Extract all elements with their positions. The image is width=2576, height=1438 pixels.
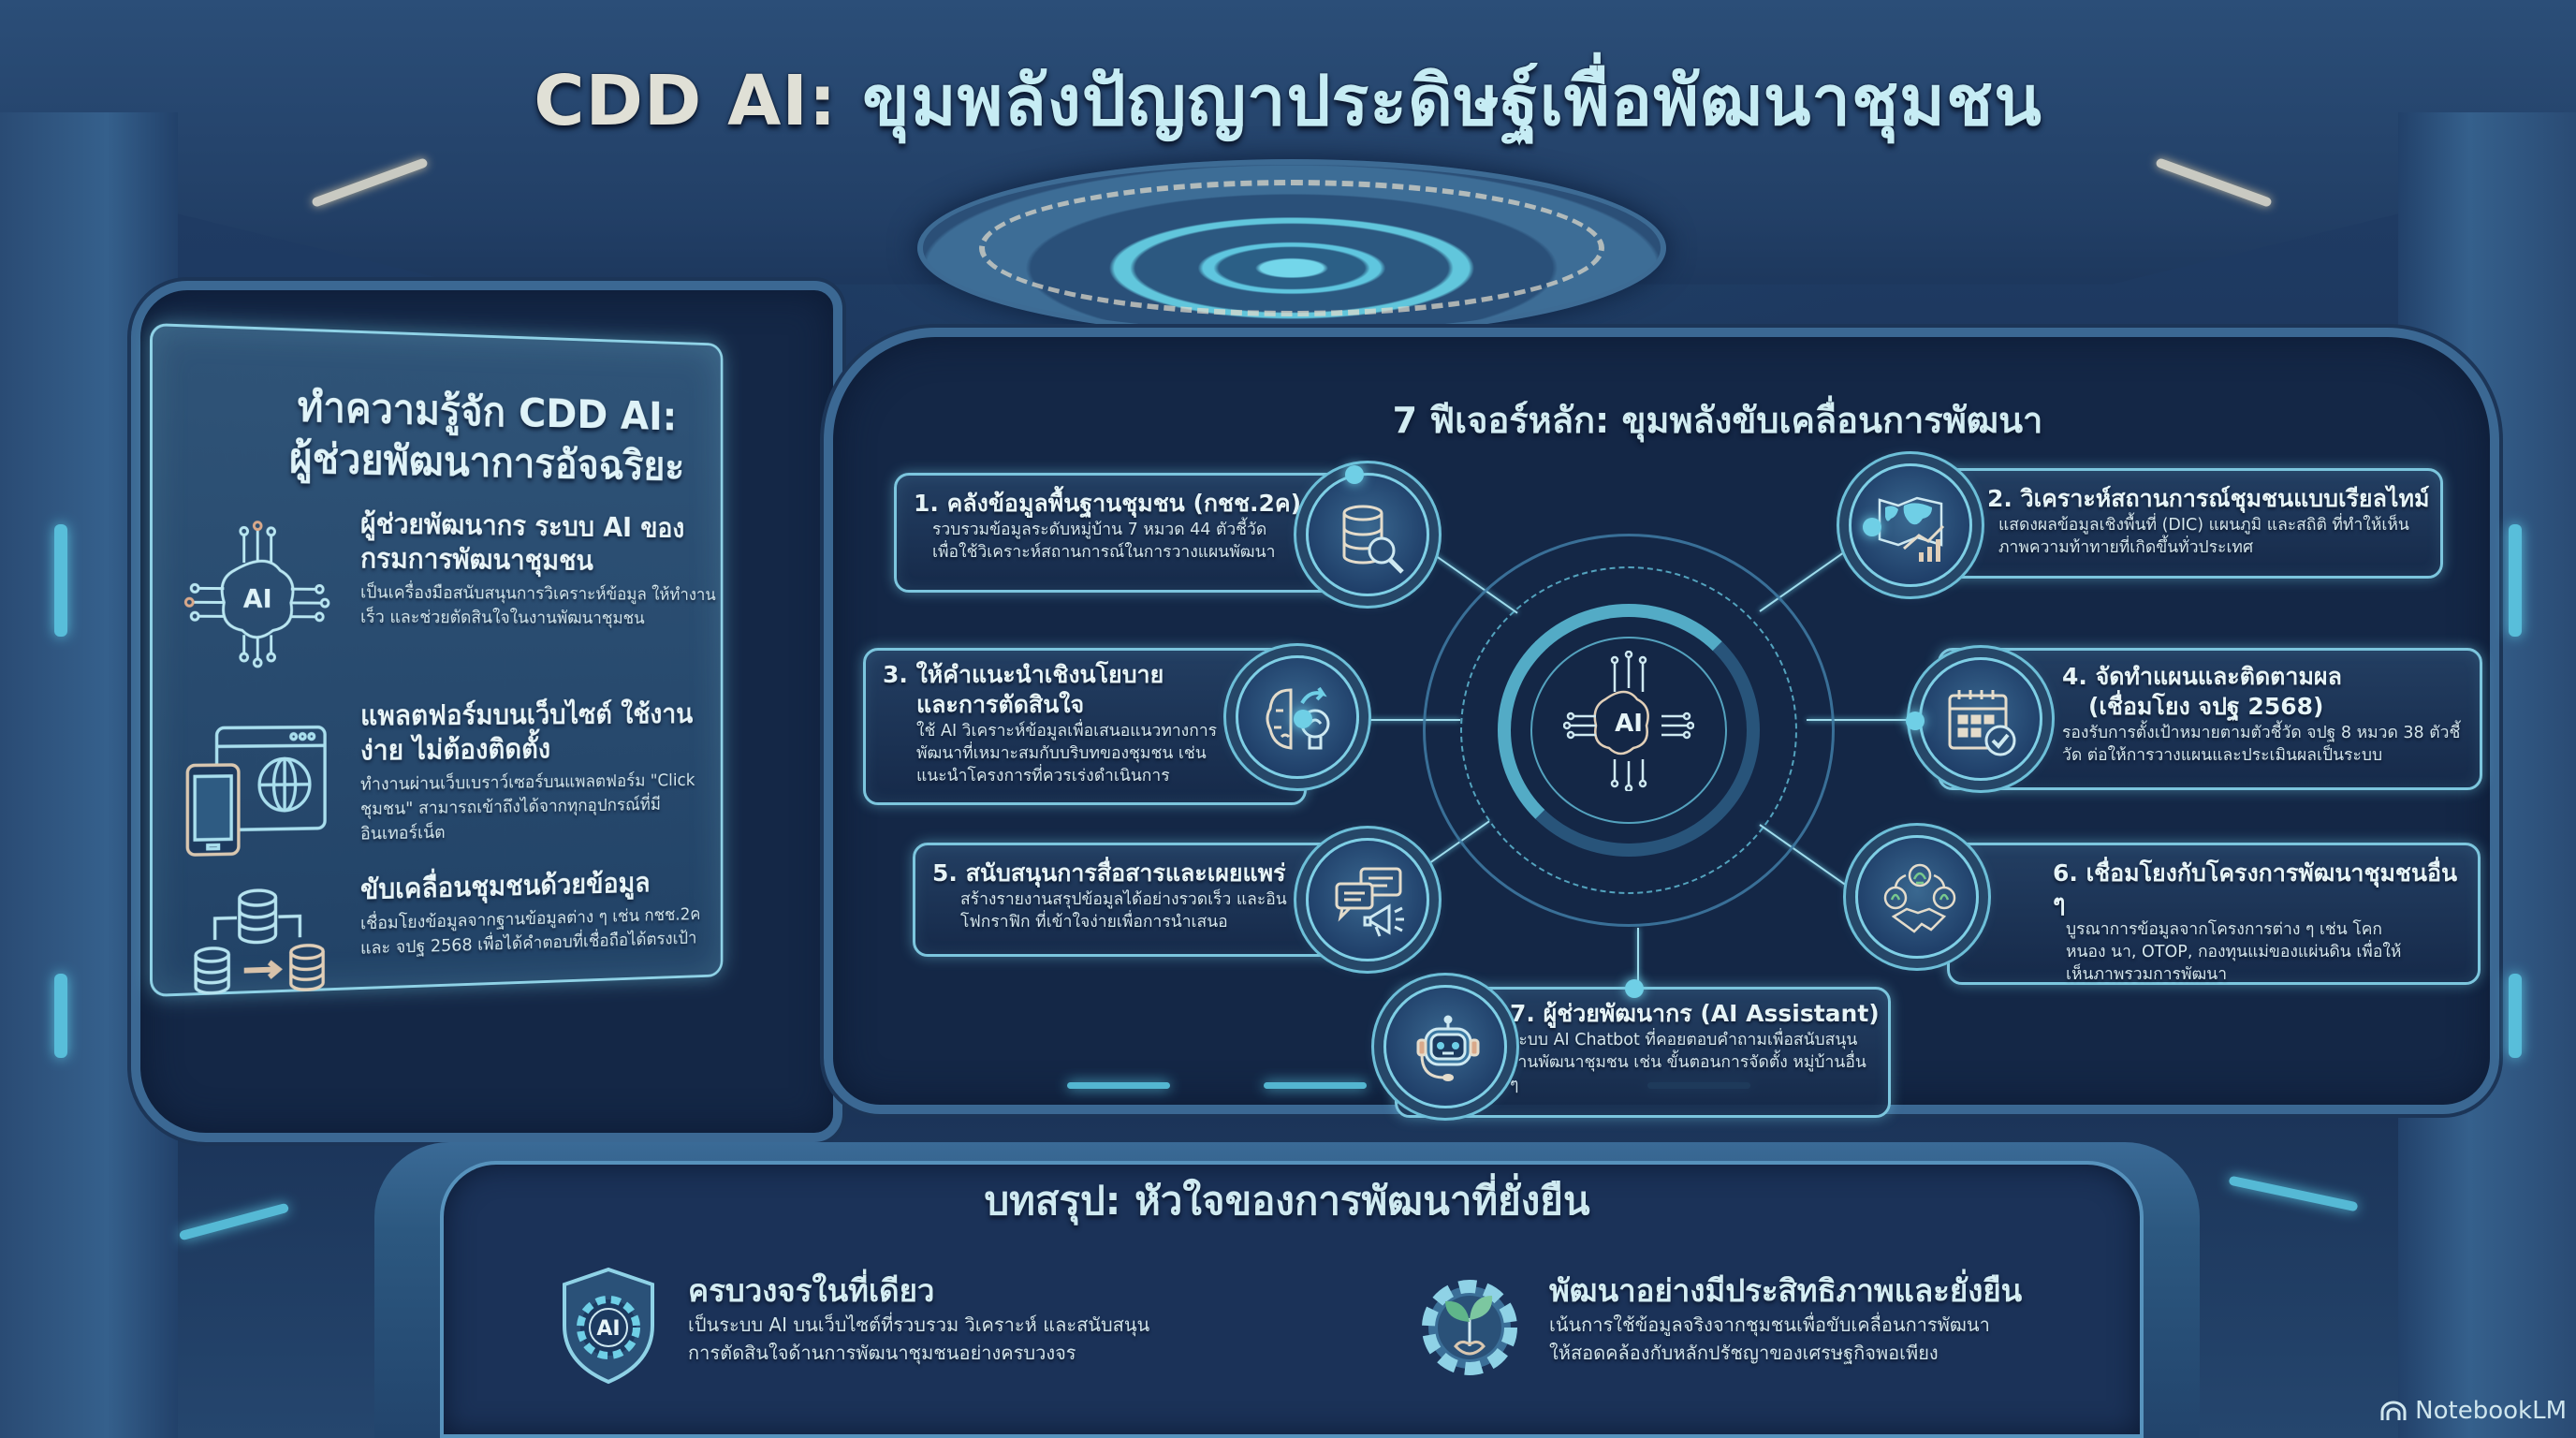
- hub-ring-dashed: [1460, 566, 1797, 894]
- feature-title-cont: และการตัดสินใจ: [916, 691, 1085, 718]
- wall-light-strip: [2509, 524, 2522, 637]
- connector-node: [1294, 710, 1312, 728]
- feature-1-badge: [1306, 473, 1429, 596]
- feature-title: 3. ให้คำแนะนำเชิงนโยบาย: [883, 661, 1164, 688]
- summary-item-body-line1: เน้นการใช้ข้อมูลจริงจากชุมชนเพื่อขับเคลื…: [1549, 1313, 1990, 1336]
- intro-panel: ทำความรู้จัก CDD AI: ผู้ช่วยพัฒนาการอัจฉ…: [150, 323, 724, 997]
- gear-sprout-icon: [1418, 1264, 1521, 1386]
- feature-title: 1. คลังข้อมูลพื้นฐานชุมชน (กชช.2ค): [914, 490, 1301, 517]
- feature-body: ระบบ AI Chatbot ที่คอยตอบคำถามเพื่อสนับส…: [1510, 1031, 1866, 1094]
- feature-card-5: 5. สนับสนุนการสื่อสารและเผยแพร่ สร้างราย…: [913, 843, 1353, 957]
- web-device-icon: [180, 709, 333, 868]
- intro-item-web-platform: แพลตฟอร์มบนเว็บไซต์ ใช้งานง่าย ไม่ต้องติ…: [180, 697, 717, 887]
- feature-title: 5. สนับสนุนการสื่อสารและเผยแพร่: [932, 859, 1286, 887]
- floor-light-strip: [1264, 1082, 1367, 1089]
- wall-light-strip: [54, 974, 67, 1058]
- summary-item-heading: ครบวงจรในที่เดียว: [688, 1272, 935, 1309]
- hub-ring-inner: [1530, 637, 1727, 824]
- page-title: CDD AI: ขุมพลังปัญญาประดิษฐ์เพื่อพัฒนาชุ…: [0, 45, 2576, 155]
- wall-light-strip: [54, 524, 67, 637]
- feature-card-6: 6. เชื่อมโยงกับโครงการพัฒนาชุมชนอื่น ๆ บ…: [1947, 843, 2481, 985]
- feature-7-badge: [1383, 985, 1507, 1108]
- summary-item-heading: พัฒนาอย่างมีประสิทธิภาพและยั่งยืน: [1549, 1272, 2023, 1309]
- feature-6-badge: [1855, 835, 1979, 959]
- feature-title: 2. วิเคราะห์สถานการณ์ชุมชนแบบเรียลไทม์: [1987, 485, 2430, 512]
- intro-item-body: ทำงานผ่านเว็บเบราว์เซอร์บนแพลตฟอร์ม "Cli…: [360, 770, 695, 844]
- intro-item-ai-assistant: AI ผู้ช่วยพัฒนากร ระบบ AI ของกรมการพัฒนา…: [180, 505, 717, 691]
- intro-item-data-driven: ขับเคลื่อนชุมชนด้วยข้อมูล เชื่อมโยงข้อมู…: [180, 865, 717, 1064]
- intro-item-heading: ขับเคลื่อนชุมชนด้วยข้อมูล: [360, 867, 651, 907]
- connector-line: [1637, 928, 1639, 984]
- connector-line: [1357, 719, 1460, 721]
- title-brand: CDD AI:: [534, 61, 838, 141]
- feature-body: แสดงผลข้อมูลเชิงพื้นที่ (DIC) แผนภูมิ แล…: [1998, 516, 2409, 557]
- summary-item-body-line2: ให้สอดคล้องกับหลักปรัชญาของเศรษฐกิจพอเพี…: [1549, 1342, 1939, 1364]
- connector-node: [1625, 979, 1644, 998]
- ai-brain-icon: AI: [180, 514, 333, 672]
- feature-body: บูรณาการข้อมูลจากโครงการต่าง ๆ เช่น โคก …: [2066, 920, 2402, 984]
- feature-title-cont: (เชื่อมโยง จปฐ 2568): [2088, 693, 2324, 720]
- feature-title: 7. ผู้ช่วยพัฒนากร (AI Assistant): [1510, 1000, 1880, 1027]
- floor-light-strip: [1067, 1082, 1170, 1089]
- summary-item-all-in-one: AI ครบวงจรในที่เดียว เป็นระบบ AI บนเว็บไ…: [557, 1264, 1306, 1386]
- hub-ring-outer: [1423, 534, 1835, 927]
- calendar-check-icon: [1948, 690, 2016, 756]
- feature-card-1: 1. คลังข้อมูลพื้นฐานชุมชน (กชช.2ค) รวบรว…: [894, 473, 1343, 593]
- intro-item-heading: แพลตฟอร์มบนเว็บไซต์ ใช้งานง่าย ไม่ต้องติ…: [360, 698, 694, 768]
- intro-title-line2: ผู้ช่วยพัฒนาการอัจฉริยะ: [288, 434, 685, 490]
- handshake-network-icon: [1883, 863, 1956, 933]
- summary-title: บทสรุป: หัวใจของการพัฒนาที่ยั่งยืน: [984, 1178, 1590, 1224]
- central-ai-hub: AI: [1404, 534, 1853, 927]
- features-title: 7 ฟีเจอร์หลัก: ขุมพลังขับเคลื่อนการพัฒนา: [1392, 400, 2043, 441]
- ai-shield-gear-icon: AI: [557, 1264, 660, 1386]
- chat-megaphone-icon: [1335, 867, 1404, 937]
- connector-line: [1807, 719, 1919, 721]
- connector-node: [1863, 518, 1881, 536]
- svg-text:AI: AI: [1615, 710, 1643, 738]
- feature-card-3: 3. ให้คำแนะนำเชิงนโยบาย และการตัดสินใจ ใ…: [863, 648, 1307, 805]
- summary-panel: [440, 1161, 2144, 1438]
- feature-body: สร้างรายงานสรุปข้อมูลได้อย่างรวดเร็ว และ…: [960, 890, 1287, 932]
- feature-5-badge: [1306, 838, 1429, 961]
- robot-headset-icon: [1416, 1015, 1480, 1081]
- svg-text:AI: AI: [243, 583, 272, 614]
- feature-title: 4. จัดทำแผนและติดตามผล: [2062, 663, 2342, 690]
- connector-node: [1345, 465, 1364, 484]
- feature-body: รวบรวมข้อมูลระดับหมู่บ้าน 7 หมวด 44 ตัวช…: [932, 521, 1276, 562]
- feature-body: รองรับการตั้งเป้าหมายตามตัวชี้วัด จปฐ 8 …: [2062, 724, 2461, 765]
- feature-title: 6. เชื่อมโยงกับโครงการพัฒนาชุมชนอื่น ๆ: [2053, 859, 2458, 917]
- ceiling-reactor-disc: [917, 159, 1666, 337]
- ai-brain-icon: AI: [1563, 651, 1694, 791]
- intro-title: ทำความรู้จัก CDD AI: ผู้ช่วยพัฒนาการอัจฉ…: [262, 381, 709, 493]
- summary-item-body-line2: การตัดสินใจด้านการพัฒนาชุมชนอย่างครบวงจร: [688, 1342, 1076, 1364]
- intro-item-body: เชื่อมโยงข้อมูลจากฐานข้อมูลต่าง ๆ เช่น ก…: [360, 903, 701, 959]
- wall-light-strip: [2509, 974, 2522, 1058]
- svg-text:AI: AI: [596, 1317, 620, 1341]
- database-flow-icon: [180, 883, 333, 1045]
- title-tagline: ขุมพลังปัญญาประดิษฐ์เพื่อพัฒนาชุมชน: [862, 61, 2042, 141]
- watermark-label: NotebookLM: [2415, 1397, 2567, 1425]
- summary-item-body-line1: เป็นระบบ AI บนเว็บไซต์ที่รวบรวม วิเคราะห…: [688, 1313, 1150, 1336]
- notebooklm-logo-icon: [2380, 1401, 2407, 1420]
- connector-node: [1906, 712, 1925, 730]
- summary-item-sustainable: พัฒนาอย่างมีประสิทธิภาพและยั่งยืน เน้นกา…: [1418, 1264, 2186, 1386]
- intro-item-heading: ผู้ช่วยพัฒนากร ระบบ AI ของกรมการพัฒนาชุม…: [360, 507, 685, 578]
- intro-item-body: เป็นเครื่องมือสนับสนุนการวิเคราะห์ข้อมูล…: [360, 581, 716, 628]
- world-map-chart-icon: [1878, 496, 1945, 562]
- feature-body: ใช้ AI วิเคราะห์ข้อมูลเพื่อเสนอแนวทางการ…: [916, 722, 1218, 785]
- feature-4-badge: [1919, 657, 2042, 781]
- notebooklm-watermark: NotebookLM: [2379, 1397, 2567, 1425]
- database-search-icon: [1342, 505, 1404, 574]
